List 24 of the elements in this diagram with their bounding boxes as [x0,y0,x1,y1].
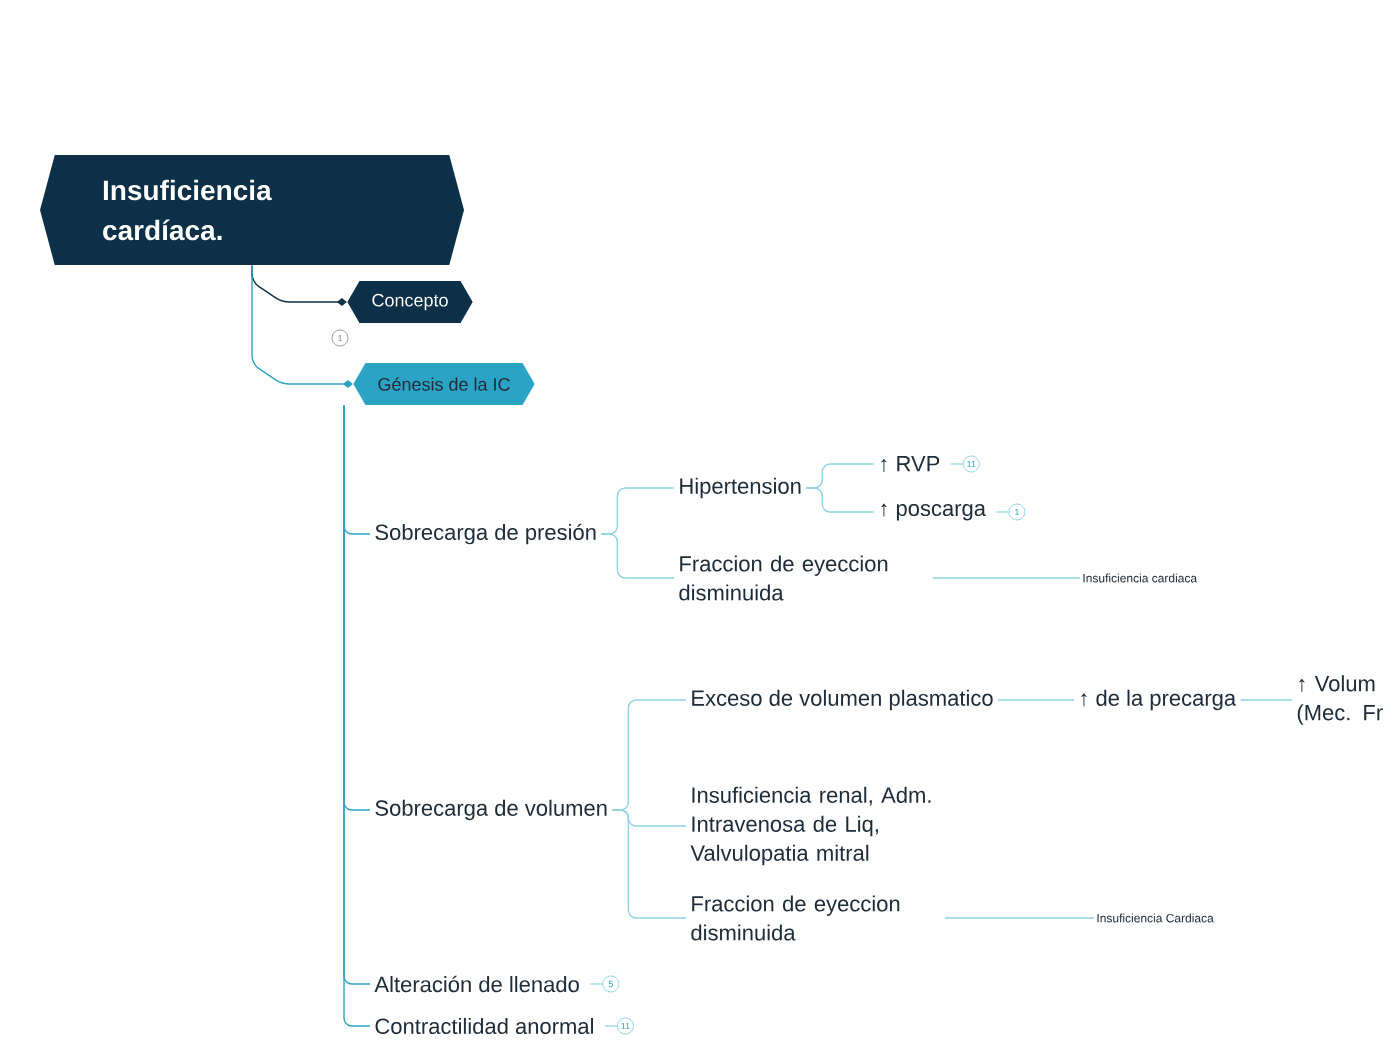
connector [997,699,1075,701]
subtopic-text: Hipertension [680,477,801,499]
topic-box: Génesis de la IC [353,363,535,405]
subtopic-text: Fraccion de eyeccion disminuida [691,895,900,941]
connector [600,533,675,579]
subtopic-text: Fraccion de eyeccion disminuida [679,555,888,601]
subtopic-text: Insuficiencia renal, Adm. Intravenosa de Liq, Valvulopatia mitral [690,786,931,866]
title-banner: Insuficiencia cardíaca. [40,155,464,265]
subtopic-text: Alteración de llenado [374,975,579,993]
subtopic-text: Sobrecarga de volumen [375,799,607,821]
subtopic-text: ↑ de la precarga [1081,689,1237,711]
subtopic-text: Contractilidad anormal [375,1017,593,1035]
connector [932,577,1081,579]
connector [251,264,353,388]
subtopic-text: ↑ poscarga [881,503,986,521]
connector [611,809,687,919]
connector [1239,699,1293,701]
subtopic-text: Exceso de volumen plasmatico [692,689,993,711]
subtopic-text: ↑ RVP [881,456,940,472]
subtopic-text: Sobrecarga de presión [375,523,596,545]
connector [805,487,875,513]
subtopic-text: ↑ Volum (Mec. Fr [1297,675,1383,725]
topic-box: Concepto [347,281,473,323]
connector [944,917,1095,919]
